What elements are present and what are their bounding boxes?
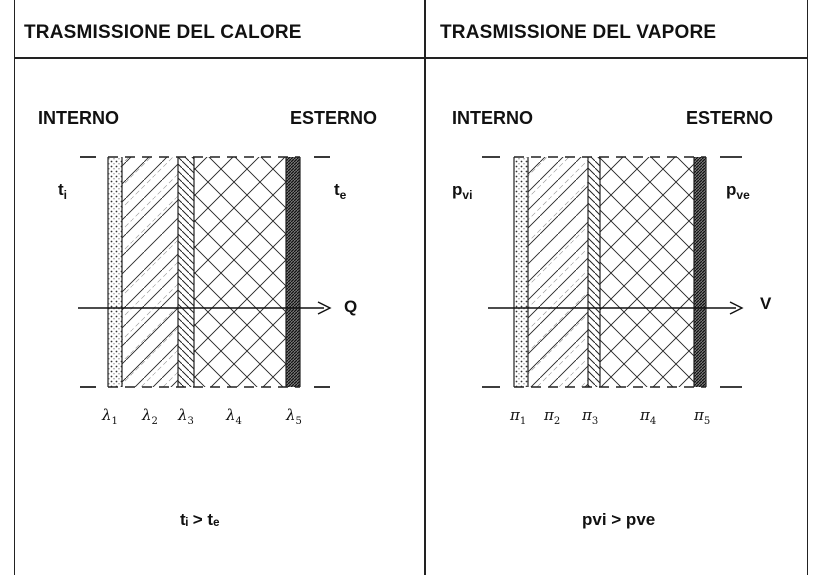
heat-layer-1 [108,157,122,387]
heat-layer-label: λ1 [102,406,118,427]
vapor-flow-label: V [760,294,772,313]
vapor-layer-4 [600,157,694,387]
heat-panel-title: TRASMISSIONE DEL CALORE [24,22,302,43]
vapor-layer-label: π3 [582,406,599,427]
vapor-interior-label: INTERNO [452,108,533,128]
vapor-layer-label: π4 [640,406,657,427]
vapor-panel-title: TRASMISSIONE DEL VAPORE [440,22,717,43]
heat-exterior-temperature: te [334,180,347,202]
header-separator [14,57,808,59]
heat-interior-temperature: ti [58,180,68,202]
vapor-arrow-head [729,301,744,315]
heat-layer-label: λ3 [178,406,194,427]
vapor-condition: pvi > pve [582,510,656,529]
heat-layer-3 [178,157,194,387]
vapor-interior-pressure: pvi [452,180,473,202]
vapor-exterior-label: ESTERNO [686,108,774,128]
vapor-layer-5 [694,157,706,387]
heat-layer-label: λ2 [142,406,158,427]
heat-layer-5 [286,157,300,387]
vapor-layer-3 [588,157,600,387]
heat-layer-label: λ5 [286,406,302,427]
heat-interior-label: INTERNO [38,108,119,128]
heat-layer-label: λ4 [226,406,242,427]
vapor-exterior-pressure: pve [726,180,750,202]
figure-frame [14,0,808,575]
panel-divider [424,0,426,575]
heat-wall [78,156,332,388]
vapor-layer-label: π1 [510,406,527,427]
heat-layer-4 [194,157,286,387]
vapor-layer-1 [514,157,528,387]
heat-arrow-head [317,301,332,315]
heat-flow-label: Q [344,297,358,316]
vapor-layer-label: π2 [544,406,561,427]
vapor-wall [482,156,744,388]
vapor-layer-label: π5 [694,406,711,427]
heat-condition: tᵢ > tₑ [180,510,220,529]
heat-exterior-label: ESTERNO [290,108,378,128]
